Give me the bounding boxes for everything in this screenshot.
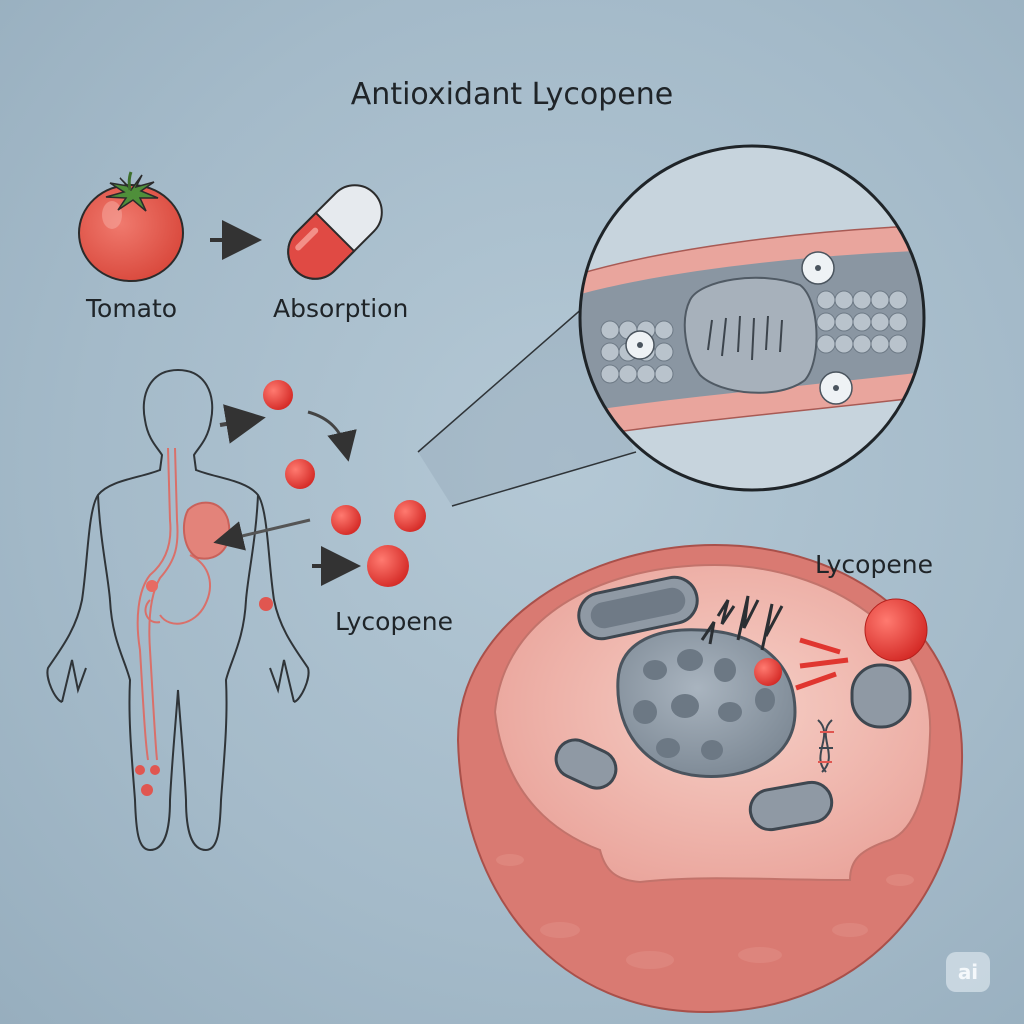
neutralization-rays xyxy=(795,637,849,691)
nucleus xyxy=(616,628,797,778)
digestive-tract xyxy=(136,447,211,761)
label-lycopene-left: Lycopene xyxy=(335,607,453,636)
mitochondrion xyxy=(554,738,618,790)
zoom-cone xyxy=(418,302,634,506)
diagram-title: Antioxidant Lycopene xyxy=(350,77,674,112)
human-body-outline xyxy=(46,369,310,852)
liver-organ xyxy=(182,501,231,560)
lycopene-molecule-cell xyxy=(754,658,782,686)
body-lycopene-dot xyxy=(146,580,158,592)
ai-badge: ai xyxy=(946,952,990,992)
lycopene-molecule xyxy=(331,505,361,535)
body-lycopene-dot xyxy=(135,765,145,775)
label-absorption: Absorption xyxy=(273,294,409,323)
blood-vessel xyxy=(580,224,924,441)
lightning-icon xyxy=(700,595,784,651)
mitochondrion xyxy=(748,780,834,832)
mitochondrion xyxy=(577,575,699,641)
arrow-body-out xyxy=(219,404,266,444)
lycopene-molecule-large xyxy=(864,598,928,662)
mitochondrion xyxy=(850,663,912,729)
dna-icon xyxy=(817,719,834,773)
body-lycopene-dot xyxy=(150,765,160,775)
lycopene-molecule xyxy=(394,500,426,532)
lycopene-molecule xyxy=(285,459,315,489)
body-lycopene-dot xyxy=(141,784,153,796)
body-lycopene-dot xyxy=(259,597,273,611)
lycopene-molecule xyxy=(367,545,409,587)
tomato-icon xyxy=(78,171,184,282)
arrow-curve-down xyxy=(307,410,357,462)
label-tomato: Tomato xyxy=(86,294,178,323)
cell-cross-section xyxy=(456,543,964,1014)
magnifier-lens xyxy=(578,144,926,492)
capsule-icon xyxy=(287,184,383,280)
arrow-to-liver xyxy=(213,518,311,551)
label-lycopene-right: Lycopene xyxy=(815,550,933,579)
lycopene-molecule xyxy=(263,380,293,410)
